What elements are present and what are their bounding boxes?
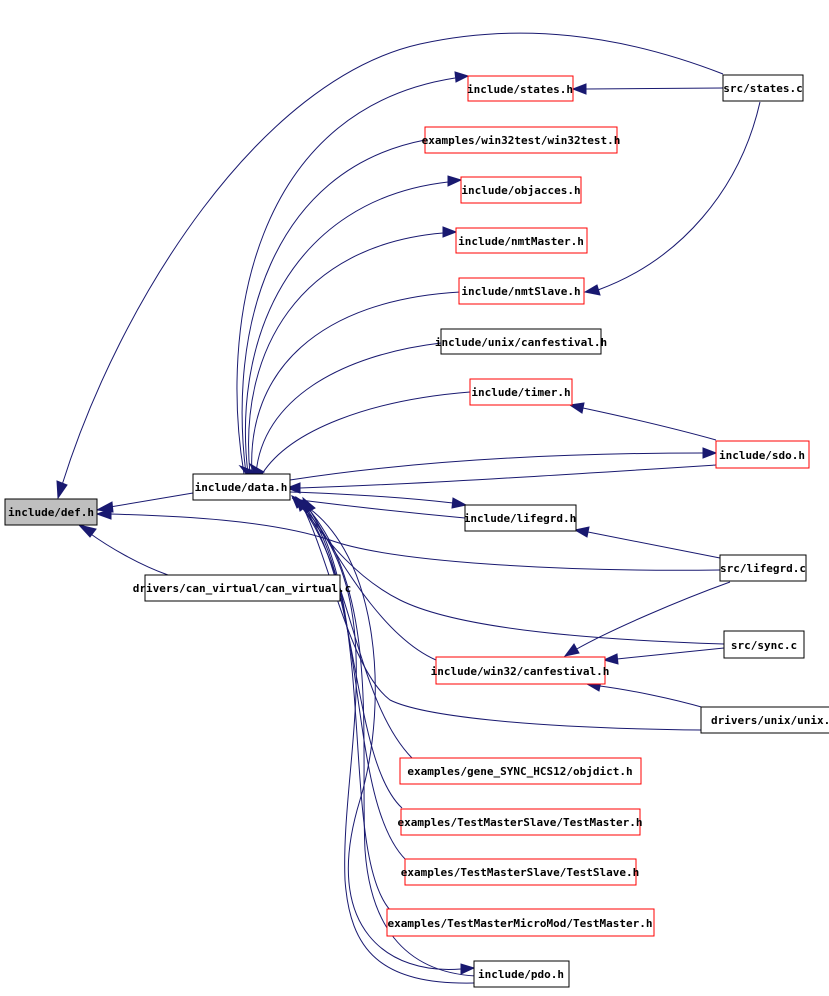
node-data-h[interactable]: include/data.h	[192, 473, 291, 501]
node-label: include/timer.h	[471, 386, 570, 399]
node-label: examples/win32test/win32test.h	[422, 134, 621, 147]
edge-data-to-unix-canfestival	[255, 342, 442, 475]
edge-unix-c-to-win32-canfestival	[599, 685, 706, 709]
edge-data-to-win32test	[241, 139, 426, 475]
arrow-states-c-to-nmtslave	[583, 284, 601, 296]
edge-lifegrd-c-to-lifegrd-h	[587, 531, 721, 559]
node-label: examples/TestMasterSlave/TestMaster.h	[397, 816, 642, 829]
arrow-data-to-sdo	[702, 447, 718, 459]
edge-sync-c-to-data	[299, 504, 725, 645]
arrow-lifegrd-c-to-def	[95, 508, 112, 520]
edge-lifegrd-c-to-def	[109, 513, 721, 571]
edge-sdo-to-data	[299, 464, 717, 489]
node-label: examples/TestMasterSlave/TestSlave.h	[401, 866, 639, 879]
edge-sync-c-to-win32-canfestival	[616, 647, 725, 660]
node-label: include/states.h	[467, 83, 573, 96]
edge-states-c-to-states-h	[585, 87, 724, 90]
edge-pdo-to-data-2	[305, 505, 477, 977]
arrow-can-virtual-to-def	[77, 524, 97, 538]
edge-data-to-sdo	[289, 452, 704, 481]
edge-can-virtual-to-def	[87, 531, 169, 576]
arrow-data-to-nmtmaster	[442, 226, 458, 238]
node-gene-sync-objdict-h[interactable]: examples/gene_SYNC_HCS12/objdict.h	[399, 757, 642, 785]
node-label: include/sdo.h	[719, 449, 805, 462]
arrow-data-to-pdo	[460, 963, 476, 975]
node-can-virtual-c[interactable]: drivers/can_virtual/can_virtual.c	[133, 574, 352, 602]
edge-sdo-to-timer	[582, 407, 717, 441]
edge-data-to-objacces	[244, 181, 449, 475]
node-label: drivers/can_virtual/can_virtual.c	[133, 582, 352, 595]
arrow-into-data-bottom	[295, 495, 309, 512]
arrow-data-to-lifegrd-h	[451, 497, 468, 509]
edge-states-c-to-nmtslave	[597, 101, 761, 291]
edge-pdo-to-data	[299, 503, 475, 984]
edge-data-to-nmtslave	[251, 291, 461, 475]
edge-data-to-states-h	[236, 77, 456, 475]
node-sdo-h[interactable]: include/sdo.h	[715, 440, 810, 469]
arrow-data-to-objacces	[447, 175, 463, 187]
node-states-c[interactable]: src/states.c	[722, 74, 804, 102]
node-label: src/states.c	[723, 82, 802, 95]
node-unix-canfestival-h[interactable]: include/unix/canfestival.h	[435, 328, 607, 355]
node-label: include/lifegrd.h	[464, 512, 577, 525]
node-states-h[interactable]: include/states.h	[467, 75, 574, 102]
node-label: include/nmtSlave.h	[461, 285, 580, 298]
arrow-sdo-to-data	[285, 482, 301, 494]
node-label: include/unix/canfestival.h	[435, 336, 607, 349]
edge-data-to-tms-master	[297, 499, 403, 809]
edges	[56, 32, 761, 984]
node-nmtslave-h[interactable]: include/nmtSlave.h	[458, 277, 585, 305]
edge-data-to-lifegrd-h	[289, 491, 454, 504]
arrow-states-c-to-states-h	[571, 83, 587, 95]
arrow-data-to-states-h	[454, 71, 470, 83]
node-pdo-h[interactable]: include/pdo.h	[473, 960, 570, 988]
edge-data-to-pdo	[291, 497, 462, 971]
node-label: drivers/unix/unix.c	[711, 714, 829, 727]
node-testmasterslave-testslave-h[interactable]: examples/TestMasterSlave/TestSlave.h	[401, 858, 639, 886]
node-label: include/win32/canfestival.h	[431, 665, 610, 678]
node-label: examples/gene_SYNC_HCS12/objdict.h	[407, 765, 632, 778]
node-label: examples/TestMasterMicroMod/TestMaster.h	[388, 917, 653, 930]
node-lifegrd-c[interactable]: src/lifegrd.c	[719, 554, 807, 582]
arrow-sdo-to-timer	[568, 402, 585, 414]
edge-data-to-nmtmaster	[248, 232, 444, 475]
node-sync-c[interactable]: src/sync.c	[723, 630, 805, 659]
node-label: include/data.h	[195, 481, 288, 494]
node-label: include/pdo.h	[478, 968, 564, 981]
node-lifegrd-h[interactable]: include/lifegrd.h	[464, 504, 577, 532]
node-label: src/sync.c	[731, 639, 797, 652]
nodes: include/def.h include/data.h drivers/can…	[4, 74, 829, 988]
arrow-sync-c-to-win32-canfestival	[602, 653, 619, 665]
node-label: include/objacces.h	[461, 184, 580, 197]
node-label: include/def.h	[8, 506, 94, 519]
edge-data-to-tmm-master	[301, 499, 391, 911]
edge-data-to-timer	[261, 391, 471, 475]
node-objacces-h[interactable]: include/objacces.h	[460, 176, 582, 204]
node-def-h[interactable]: include/def.h	[4, 498, 98, 526]
node-label: src/lifegrd.c	[720, 562, 806, 575]
edge-lifegrd-h-to-data	[299, 499, 466, 519]
edge-data-to-def	[109, 492, 194, 508]
node-label: include/nmtMaster.h	[458, 235, 584, 248]
node-timer-h[interactable]: include/timer.h	[469, 378, 573, 406]
node-win32test-h[interactable]: examples/win32test/win32test.h	[422, 126, 621, 154]
arrow-lifegrd-c-to-lifegrd-h	[573, 526, 590, 538]
node-unix-c[interactable]: drivers/unix/unix.c	[700, 706, 829, 734]
arrow-lifegrd-c-to-win32-canfestival	[563, 643, 580, 657]
node-testmasterslave-testmaster-h[interactable]: examples/TestMasterSlave/TestMaster.h	[397, 808, 643, 836]
arrow-states-c-to-def	[56, 480, 68, 500]
edge-data-to-gene-sync	[295, 499, 413, 759]
node-nmtmaster-h[interactable]: include/nmtMaster.h	[455, 227, 588, 254]
edge-lifegrd-c-to-win32-canfestival	[574, 581, 731, 651]
edge-states-c-to-def	[61, 32, 724, 486]
node-win32-canfestival-h[interactable]: include/win32/canfestival.h	[431, 656, 610, 685]
node-testmastermicromod-testmaster-h[interactable]: examples/TestMasterMicroMod/TestMaster.h	[386, 908, 655, 937]
